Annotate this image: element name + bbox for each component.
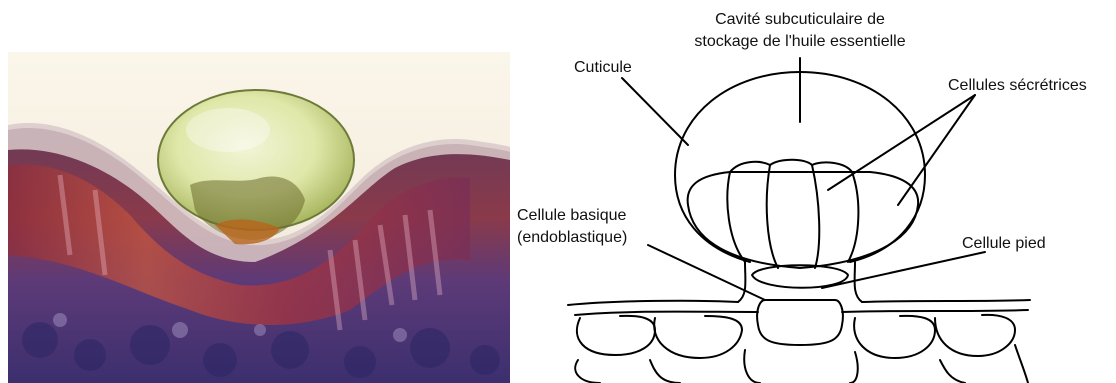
cavity-label-line1: Cavité subcuticulaire de bbox=[715, 11, 885, 28]
stalk-cell-label: Cellule pied bbox=[962, 235, 1046, 252]
cuticle-leader bbox=[622, 78, 688, 145]
cuticle-label: Cuticule bbox=[574, 59, 632, 76]
secretory-cells bbox=[688, 172, 919, 268]
secretory-leader-2 bbox=[898, 95, 975, 205]
basal-cell bbox=[757, 300, 843, 345]
secretory-leader-1 bbox=[828, 95, 975, 190]
secretory-cells-label: Cellules sécrétrices bbox=[948, 77, 1087, 94]
basal-cell-label-line2: (endoblastique) bbox=[517, 229, 627, 246]
stalk-leader bbox=[822, 252, 985, 288]
basal-cell-label-line1: Cellule basique bbox=[517, 207, 627, 224]
cavity-label-line2: stockage de l'huile essentielle bbox=[694, 33, 905, 50]
basal-leader bbox=[648, 245, 765, 300]
